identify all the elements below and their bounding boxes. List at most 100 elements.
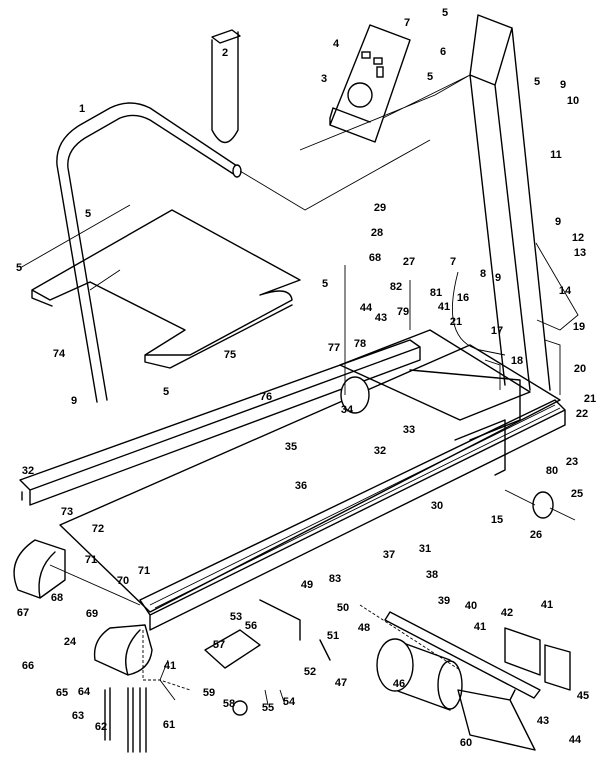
- part-label-9: 9: [560, 79, 566, 91]
- part-label-44: 44: [569, 734, 582, 746]
- part-label-41: 41: [164, 660, 176, 672]
- part-label-34: 34: [341, 404, 354, 416]
- part-label-3: 3: [321, 73, 327, 85]
- part-label-7: 7: [404, 17, 410, 29]
- part-label-23: 23: [566, 456, 578, 468]
- parts-drawing: [13, 14, 579, 753]
- part-label-46: 46: [393, 678, 405, 690]
- part-label-21: 21: [450, 316, 462, 328]
- part-label-2: 2: [222, 47, 228, 59]
- part-label-13: 13: [574, 247, 586, 259]
- part-label-48: 48: [358, 622, 370, 634]
- part-label-25: 25: [571, 488, 583, 500]
- part-label-67: 67: [17, 607, 29, 619]
- part-label-74: 74: [53, 348, 66, 360]
- part-label-66: 66: [22, 660, 34, 672]
- part-label-15: 15: [491, 514, 503, 526]
- part-left-rail: [19, 339, 421, 506]
- part-label-47: 47: [335, 677, 347, 689]
- part-label-65: 65: [56, 687, 68, 699]
- part-label-7: 7: [450, 256, 456, 268]
- part-label-5: 5: [534, 76, 540, 88]
- part-label-33: 33: [403, 424, 415, 436]
- part-motor-plate: [457, 689, 536, 751]
- part-label-5: 5: [163, 386, 169, 398]
- part-label-4: 4: [333, 38, 340, 50]
- part-label-83: 83: [329, 573, 341, 585]
- part-label-39: 39: [438, 595, 450, 607]
- part-label-30: 30: [431, 500, 443, 512]
- part-label-28: 28: [371, 227, 383, 239]
- part-label-19: 19: [573, 321, 585, 333]
- part-label-41: 41: [541, 599, 553, 611]
- part-label-44: 44: [360, 302, 373, 314]
- part-label-52: 52: [304, 666, 316, 678]
- part-label-31: 31: [419, 543, 431, 555]
- part-label-17: 17: [491, 325, 503, 337]
- part-label-75: 75: [224, 349, 236, 361]
- part-label-27: 27: [403, 256, 415, 268]
- part-label-82: 82: [390, 281, 402, 293]
- part-label-41: 41: [474, 621, 486, 633]
- part-label-20: 20: [574, 363, 586, 375]
- part-label-62: 62: [95, 721, 107, 733]
- part-right-rail: [139, 399, 566, 631]
- part-label-43: 43: [537, 715, 549, 727]
- part-label-36: 36: [295, 480, 307, 492]
- part-label-5: 5: [322, 278, 328, 290]
- part-label-11: 11: [550, 149, 562, 161]
- part-label-71: 71: [138, 565, 150, 577]
- part-label-10: 10: [567, 95, 579, 107]
- part-label-9: 9: [71, 395, 77, 407]
- part-label-71: 71: [85, 554, 97, 566]
- part-label-70: 70: [117, 575, 129, 587]
- part-label-26: 26: [530, 529, 542, 541]
- part-label-49: 49: [301, 579, 313, 591]
- part-front-roller-cover: [13, 539, 66, 599]
- part-label-64: 64: [78, 686, 91, 698]
- part-label-12: 12: [572, 232, 584, 244]
- part-hood: [31, 209, 301, 369]
- part-label-50: 50: [337, 602, 349, 614]
- part-label-60: 60: [460, 737, 472, 749]
- part-label-61: 61: [163, 719, 175, 731]
- part-label-80: 80: [546, 465, 558, 477]
- part-label-81: 81: [430, 287, 442, 299]
- part-console: [299, 24, 471, 151]
- part-label-55: 55: [262, 702, 274, 714]
- part-label-6: 6: [440, 46, 446, 58]
- part-label-9: 9: [495, 272, 501, 284]
- part-label-57: 57: [213, 639, 225, 651]
- part-walking-belt: [59, 344, 561, 613]
- part-label-73: 73: [61, 506, 73, 518]
- part-label-56: 56: [245, 620, 257, 632]
- part-label-38: 38: [426, 569, 438, 581]
- part-label-63: 63: [72, 710, 84, 722]
- part-sleeve: [211, 29, 241, 144]
- part-label-16: 16: [457, 292, 469, 304]
- part-label-29: 29: [374, 202, 386, 214]
- part-label-8: 8: [480, 268, 486, 280]
- part-upright: [469, 14, 551, 391]
- part-label-5: 5: [16, 262, 22, 274]
- part-label-54: 54: [283, 696, 296, 708]
- part-label-72: 72: [92, 523, 104, 535]
- part-label-21: 21: [584, 393, 596, 405]
- part-label-24: 24: [64, 636, 77, 648]
- part-label-76: 76: [260, 391, 272, 403]
- part-label-9: 9: [555, 216, 561, 228]
- part-label-78: 78: [354, 338, 366, 350]
- part-wheel: [532, 491, 554, 519]
- part-label-22: 22: [576, 408, 588, 420]
- part-label-14: 14: [559, 285, 572, 297]
- part-label-35: 35: [285, 441, 297, 453]
- part-label-5: 5: [427, 71, 433, 83]
- part-label-32: 32: [22, 465, 34, 477]
- part-label-37: 37: [383, 549, 395, 561]
- part-label-40: 40: [465, 600, 477, 612]
- part-label-77: 77: [328, 342, 340, 354]
- part-label-51: 51: [327, 630, 339, 642]
- part-label-79: 79: [397, 306, 409, 318]
